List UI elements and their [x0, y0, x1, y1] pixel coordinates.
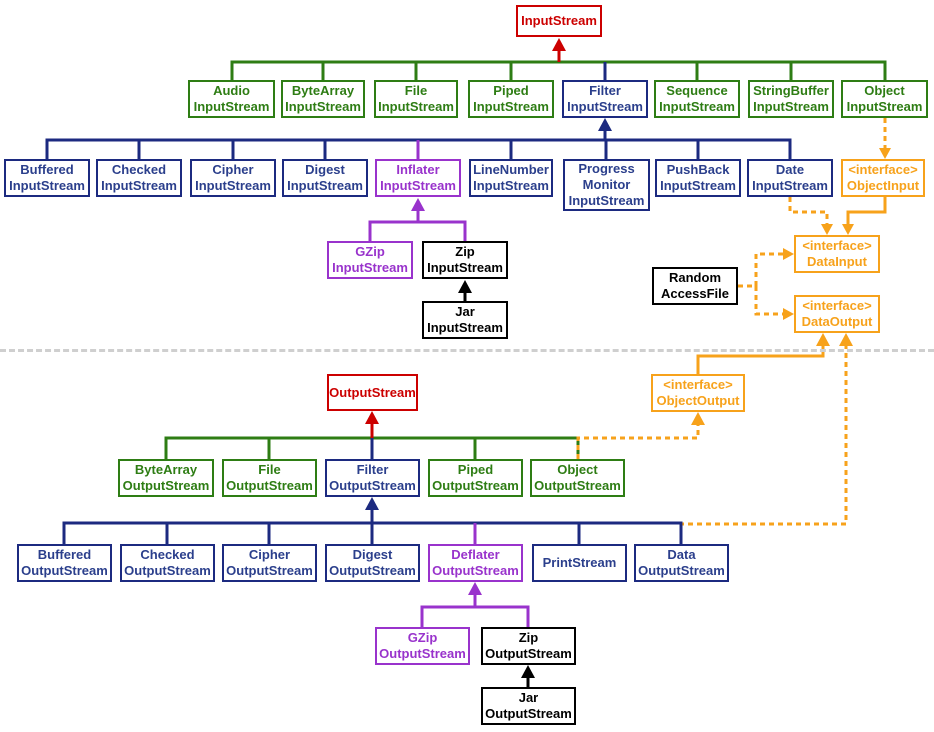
- raf-dataoutput-line: [754, 286, 785, 316]
- date-is-impl-line: [788, 197, 829, 226]
- node-cipher-is: Cipher InputStream: [190, 159, 276, 197]
- node-object-is: Object InputStream: [841, 80, 928, 118]
- zip-os-arrow-head: [521, 665, 535, 678]
- node-bytearray-is: ByteArray InputStream: [281, 80, 365, 118]
- inflater-is-arrow-head: [411, 198, 425, 211]
- node-file-os: File OutputStream: [222, 459, 317, 497]
- outputstream-arrow-head: [365, 411, 379, 424]
- inputstream-bus-line: [230, 60, 887, 80]
- section-separator: [0, 349, 934, 352]
- node-piped-os: Piped OutputStream: [428, 459, 523, 497]
- deflater-os-bus-line: [420, 605, 530, 627]
- node-dataoutput: <interface> DataOutput: [794, 295, 880, 333]
- inflater-is-bus-line: [368, 220, 467, 241]
- node-filter-is: Filter InputStream: [562, 80, 648, 118]
- node-file-is: File InputStream: [374, 80, 458, 118]
- node-data-os: Data OutputStream: [634, 544, 729, 582]
- node-buffered-os: Buffered OutputStream: [17, 544, 112, 582]
- node-objectinput: <interface> ObjectInput: [841, 159, 925, 197]
- node-piped-is: Piped InputStream: [468, 80, 554, 118]
- filter-is-arrow-head: [598, 118, 612, 131]
- objectoutput-impl-line: [576, 421, 700, 459]
- node-linenumber-is: LineNumber InputStream: [469, 159, 553, 197]
- node-stringbuffer-is: StringBuffer InputStream: [748, 80, 834, 118]
- raf-dataoutput-arrow-head: [783, 308, 794, 320]
- node-objectoutput: <interface> ObjectOutput: [651, 374, 745, 412]
- node-raf: Random AccessFile: [652, 267, 738, 305]
- node-gzip-is: GZip InputStream: [327, 241, 413, 279]
- node-checked-os: Checked OutputStream: [120, 544, 215, 582]
- node-inflater-is: Inflater InputStream: [375, 159, 461, 197]
- zip-is-arrow-head: [458, 280, 472, 293]
- node-object-os: Object OutputStream: [530, 459, 625, 497]
- inputstream-arrow-head: [552, 38, 566, 51]
- node-inputstream: InputStream: [516, 5, 602, 37]
- node-zip-is: Zip InputStream: [422, 241, 508, 279]
- datainput-arrow-head-b: [842, 224, 854, 235]
- node-cipher-os: Cipher OutputStream: [222, 544, 317, 582]
- filter-os-arrow-head: [365, 497, 379, 510]
- node-bytearray-os: ByteArray OutputStream: [118, 459, 214, 497]
- node-deflater-os: Deflater OutputStream: [428, 544, 523, 582]
- node-audio-is: Audio InputStream: [188, 80, 275, 118]
- datainput-arrow-head-a: [821, 224, 833, 235]
- node-progress-is: Progress Monitor InputStream: [563, 159, 650, 211]
- dataoutput-arrow-head-b: [839, 333, 853, 346]
- node-digest-os: Digest OutputStream: [325, 544, 420, 582]
- node-outputstream: OutputStream: [327, 374, 418, 411]
- dataoutput-arrow-head-a: [816, 333, 830, 346]
- node-printstream: PrintStream: [532, 544, 627, 582]
- node-filter-os: Filter OutputStream: [325, 459, 420, 497]
- node-checked-is: Checked InputStream: [96, 159, 182, 197]
- node-date-is: Date InputStream: [747, 159, 833, 197]
- raf-datainput-arrow-head: [783, 248, 794, 260]
- node-zip-os: Zip OutputStream: [481, 627, 576, 665]
- node-jar-is: Jar InputStream: [422, 301, 508, 339]
- deflater-os-arrow-head: [468, 582, 482, 595]
- node-pushback-is: PushBack InputStream: [655, 159, 741, 197]
- objectoutput-arrow-head: [691, 412, 705, 425]
- objectinput-arrow-head: [879, 148, 891, 159]
- node-gzip-os: GZip OutputStream: [375, 627, 470, 665]
- raf-datainput-line: [738, 252, 785, 288]
- node-datainput: <interface> DataInput: [794, 235, 880, 273]
- node-sequence-is: Sequence InputStream: [654, 80, 740, 118]
- node-buffered-is: Buffered InputStream: [4, 159, 90, 197]
- node-jar-os: Jar OutputStream: [481, 687, 576, 725]
- node-digest-is: Digest InputStream: [282, 159, 368, 197]
- objectinput-extends-line: [846, 197, 887, 226]
